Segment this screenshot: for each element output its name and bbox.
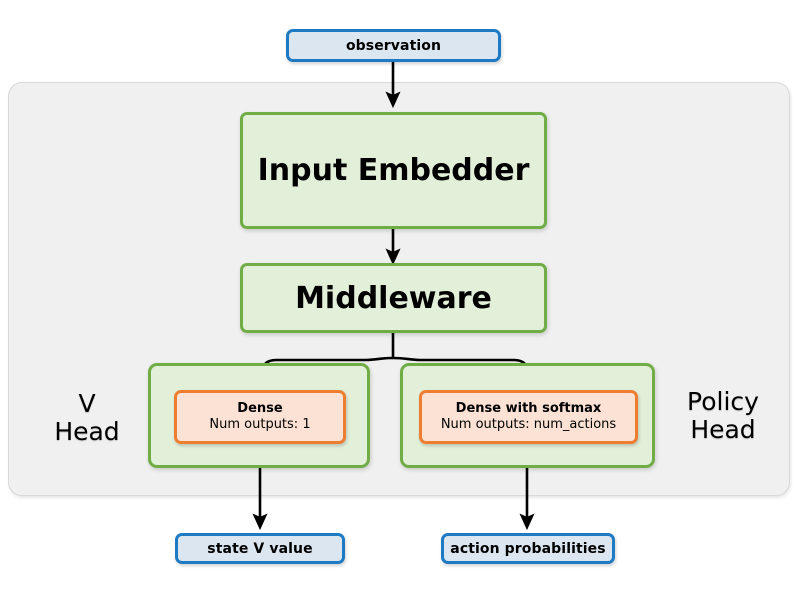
action-probabilities-box[interactable]: action probabilities [441, 533, 615, 564]
v-head-label-line2: Head [54, 417, 120, 446]
observation-box[interactable]: observation [286, 29, 501, 62]
policy-head-dense-subtitle: Num outputs: num_actions [440, 417, 617, 432]
v-head-dense-subtitle: Num outputs: 1 [209, 417, 311, 432]
v-head-dense-box[interactable]: Dense Num outputs: 1 [174, 390, 346, 444]
observation-label: observation [345, 37, 442, 54]
middleware-box[interactable]: Middleware [240, 263, 547, 333]
policy-head-label-line2: Head [690, 415, 756, 444]
state-v-value-box[interactable]: state V value [175, 533, 345, 564]
state-v-value-label: state V value [207, 540, 313, 557]
policy-head-dense-title: Dense with softmax [455, 400, 602, 416]
input-embedder-label: Input Embedder [257, 153, 530, 188]
v-head-label-line1: V [78, 389, 96, 418]
middleware-label: Middleware [295, 280, 492, 316]
policy-head-label: Policy Head [660, 379, 786, 453]
v-head-dense-title: Dense [237, 400, 283, 416]
input-embedder-box[interactable]: Input Embedder [240, 112, 547, 229]
policy-head-label-line1: Policy [687, 387, 759, 416]
policy-head-dense-box[interactable]: Dense with softmax Num outputs: num_acti… [419, 390, 638, 444]
v-head-label: V Head [28, 382, 146, 454]
action-probabilities-label: action probabilities [450, 540, 606, 557]
